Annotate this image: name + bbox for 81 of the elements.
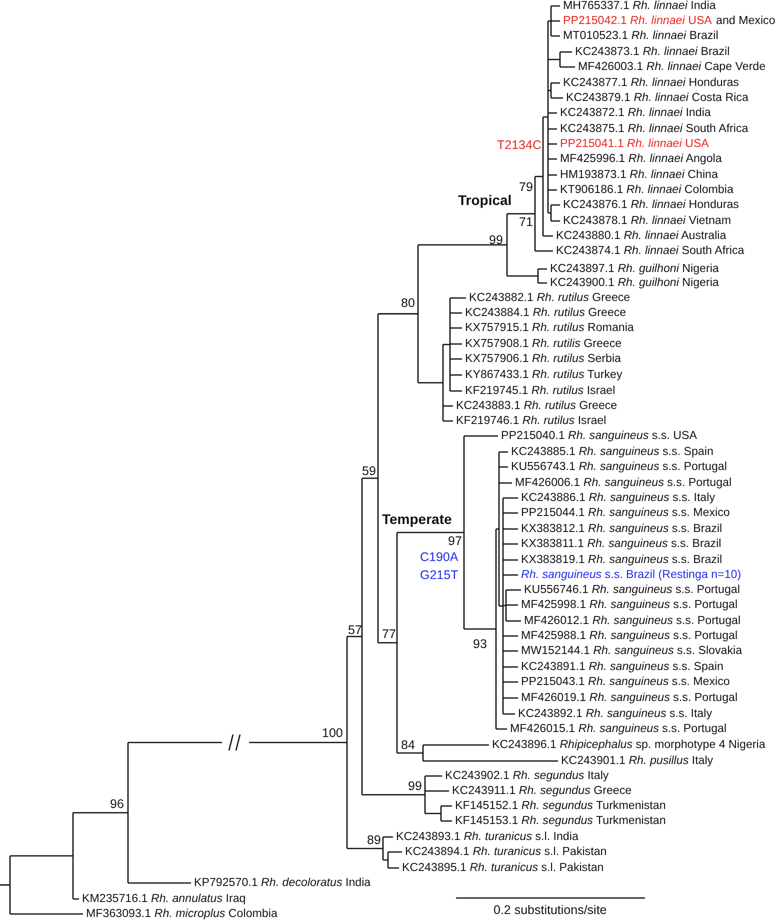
taxon-label: KU556746.1 Rh. sanguineus s.s. Portugal — [524, 583, 740, 597]
taxon-label: KC243879.1 Rh. linnaei Costa Rica — [566, 91, 748, 105]
bootstrap-value: 93 — [473, 637, 487, 651]
taxon-label: MF425988.1 Rh. sanguineus s.s. Portugal — [521, 629, 738, 643]
taxon-label: PP215042.1 Rh. linnaei USA — [563, 14, 712, 28]
taxon-label: KC243874.1 Rh. linnaei South Africa — [556, 244, 744, 258]
taxon-label: KU556743.1 Rh. sanguineus s.s. Portugal — [511, 460, 727, 474]
taxon-label: KC243885.1 Rh. sanguineus s.s. Spain — [511, 445, 714, 459]
bootstrap-value: 100 — [322, 726, 343, 740]
bootstrap-value: 79 — [519, 180, 533, 194]
taxon-label: KP792570.1 Rh. decoloratus India — [194, 876, 371, 890]
taxon-label: MF426006.1 Rh. sanguineus s.s. Portugal — [515, 476, 732, 490]
taxon-label: KC243900.1 Rh. guilhoni Nigeria — [550, 276, 719, 290]
bootstrap-value: 77 — [382, 627, 396, 641]
taxon-label: KC243892.1 Rh. sanguineus s.s. Italy — [518, 707, 712, 721]
taxon-label: KF145152.1 Rh. segundus Turkmenistan — [455, 799, 666, 813]
taxon-label: KC243877.1 Rh. linnaei Honduras — [563, 76, 739, 90]
taxon-label: KC243911.1 Rh. segundus Greece — [452, 784, 632, 798]
taxon-label: KT906186.1 Rh. linnaei Colombia — [560, 183, 734, 197]
bootstrap-value: 84 — [401, 738, 415, 752]
taxon-label: KX383819.1 Rh. sanguineus s.s. Brazil — [521, 553, 722, 567]
taxon-label: HM193873.1 Rh. linnaei China — [560, 168, 718, 182]
taxon-label: PP215041.1 Rh. linnaei USA — [560, 137, 709, 151]
taxon-label: KX383811.1 Rh. sanguineus s.s. Brazil — [521, 537, 722, 551]
bootstrap-value: 57 — [348, 623, 362, 637]
taxon-label: MF426012.1 Rh. sanguineus s.s. Portugal — [524, 614, 741, 628]
bootstrap-value: 71 — [519, 215, 533, 229]
taxon-label: MF426019.1 Rh. sanguineus s.s. Portugal — [521, 691, 738, 705]
taxon-label: KC243876.1 Rh. linnaei Honduras — [563, 198, 739, 212]
bootstrap-value: 80 — [401, 296, 415, 310]
taxon-label: KC243882.1 Rh. rutilus Greece — [469, 291, 630, 305]
taxon-label: KC243895.1 Rh. turanicus s.l. Pakistan — [402, 861, 604, 875]
taxon-label: KC243897.1 Rh. guilhoni Nigeria — [550, 262, 719, 276]
taxon-label: KF219745.1 Rh. rutilus Israel — [465, 384, 616, 398]
clade-label: Temperate — [382, 512, 452, 526]
taxon-label: KC243878.1 Rh. linnaei Vietnam — [563, 214, 732, 228]
taxon-label: MF425998.1 Rh. sanguineus s.s. Portugal — [521, 598, 738, 612]
bootstrap-value: 89 — [367, 833, 381, 847]
taxon-label: KX757915.1 Rh. rutilus Romania — [465, 321, 634, 335]
bootstrap-value: 59 — [362, 464, 376, 478]
taxon-label: KY867433.1 Rh. rutilus Turkey — [465, 368, 622, 382]
taxon-label: KF219746.1 Rh. rutilus Israel — [456, 414, 606, 428]
taxon-label: KC243896.1 Rhipicephalus sp. morphotype 4 Nigeria — [492, 738, 766, 752]
taxon-label: PP215043.1 Rh. sanguineus s.s. Mexico — [521, 675, 730, 689]
taxon-label: KX757908.1 Rh. rutilis Greece — [465, 337, 622, 351]
taxon-label: MF426003.1 Rh. linnaei Cape Verde — [578, 60, 766, 74]
taxon-label: PP215040.1 Rh. sanguineus s.s. USA — [501, 429, 697, 443]
taxon-label: KC243901.1 Rh. pusillus Italy — [561, 754, 714, 768]
taxon-label: MF363093.1 Rh. microplus Colombia — [86, 907, 278, 921]
taxon-label: KC243872.1 Rh. linnaei India — [560, 106, 711, 120]
scale-bar-label: 0.2 substitutions/site — [494, 903, 607, 917]
taxon-label: MF425996.1 Rh. linnaei Angola — [560, 152, 722, 166]
taxon-label-note: and Mexico — [716, 14, 776, 28]
mutation-label: T2134C — [497, 138, 542, 152]
taxon-label: KM235716.1 Rh. annulatus Iraq — [82, 892, 246, 906]
mutation-label: C190A — [420, 550, 458, 564]
taxon-label: KC243893.1 Rh. turanicus s.l. India — [396, 830, 578, 844]
taxon-label: KC243886.1 Rh. sanguineus s.s. Italy — [521, 491, 716, 505]
taxon-label: MH765337.1 Rh. linnaei India — [563, 0, 716, 13]
bootstrap-value: 99 — [489, 233, 503, 247]
taxon-label: KF145153.1 Rh. segundus Turkmenistan — [455, 814, 666, 828]
taxon-label: MT010523.1 Rh. linnaei Brazil — [563, 29, 718, 43]
bootstrap-value: 99 — [408, 779, 422, 793]
taxon-label: Rh. sanguineus s.s. Brazil (Restinga n=10) — [521, 568, 742, 582]
bootstrap-value: 97 — [448, 534, 462, 548]
taxon-label: MW152144.1 Rh. sanguineus s.s. Slovakia — [521, 644, 742, 658]
taxon-label: KC243873.1 Rh. linnaei Brazil — [575, 45, 730, 59]
taxon-label: KC243880.1 Rh. linnaei Australia — [556, 229, 726, 243]
taxon-label: KC243884.1 Rh. rutilus Greece — [465, 306, 626, 320]
taxon-label: KC243894.1 Rh. turanicus s.l. Pakistan — [405, 845, 607, 859]
taxon-label: MF426015.1 Rh. sanguineus s.s. Portugal — [510, 722, 727, 736]
clade-label: Tropical — [458, 193, 512, 207]
taxon-label: KC243875.1 Rh. linnaei South Africa — [560, 122, 748, 136]
taxon-label: KX383812.1 Rh. sanguineus s.s. Brazil — [521, 522, 722, 536]
taxon-label: KC243883.1 Rh. rutilus Greece — [456, 399, 618, 413]
bootstrap-value: 96 — [110, 797, 124, 811]
taxon-label: KC243891.1 Rh. sanguineus s.s. Spain — [521, 660, 724, 674]
taxon-label: KC243902.1 Rh. segundus Italy — [445, 769, 609, 783]
taxon-label: PP215044.1 Rh. sanguineus s.s. Mexico — [521, 506, 730, 520]
mutation-label: G215T — [420, 568, 458, 582]
taxon-label: KX757906.1 Rh. rutilus Serbia — [465, 352, 621, 366]
